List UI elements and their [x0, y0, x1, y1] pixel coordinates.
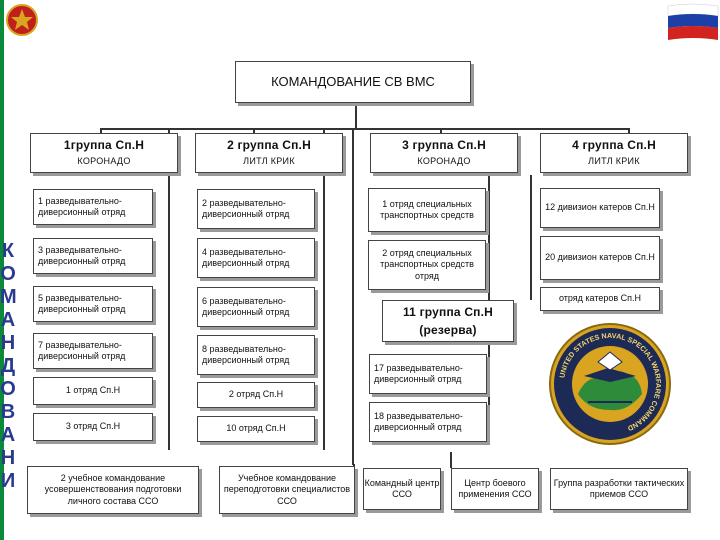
- unit-label: 2 отряд Сп.Н: [228, 389, 284, 400]
- group-title: 3 группа Сп.Н: [402, 138, 486, 153]
- side-letter: М: [0, 286, 17, 308]
- unit-label: 1 отряд специальных транспортных средств: [380, 198, 474, 220]
- unit-box: 2 отряд Сп.Н: [197, 382, 315, 408]
- unit-box: 12 дивизион катеров Сп.Н: [540, 188, 660, 228]
- unit-label: 1 отряд Сп.Н: [65, 385, 121, 396]
- connector-line: [450, 452, 452, 468]
- unit-box: 18 разведывательно-диверсионный отряд: [369, 402, 487, 442]
- unit-box: 2 разведывательно-диверсионный отряд: [197, 189, 315, 229]
- connector-line: [352, 130, 354, 465]
- unit-label: 4 разведывательно-диверсионный отряд: [202, 246, 290, 268]
- group-1-box: 1группа Сп.Н КОРОНАДО: [30, 133, 178, 173]
- combat-center-box: Центр боевого применения ССО: [451, 468, 539, 510]
- connector-line: [355, 106, 357, 130]
- connector-line: [253, 128, 255, 134]
- unit-label: 18 разведывательно-диверсионный отряд: [374, 410, 463, 432]
- unit-label: 8 разведывательно-диверсионный отряд: [202, 343, 290, 365]
- unit-box: 1 отряд Сп.Н: [33, 377, 153, 405]
- side-letter: В: [0, 401, 16, 423]
- unit-label: Центр боевого применения ССО: [458, 477, 532, 499]
- unit-label: 5 разведывательно-диверсионный отряд: [38, 292, 126, 314]
- group-location: КОРОНАДО: [417, 156, 471, 167]
- unit-box: 8 разведывательно-диверсионный отряд: [197, 335, 315, 375]
- unit-box: 1 отряд специальных транспортных средств: [368, 188, 486, 232]
- connector-line: [323, 130, 325, 450]
- unit-box: 3 разведывательно-диверсионный отряд: [33, 238, 153, 274]
- tactics-group-box: Группа разработки тактических приемов СС…: [550, 468, 688, 510]
- side-letter: А: [0, 424, 16, 446]
- group-title: 2 группа Сп.Н: [227, 138, 311, 153]
- group-3-box: 3 группа Сп.Н КОРОНАДО: [370, 133, 518, 173]
- side-letter: Н: [0, 332, 16, 354]
- group-11-box: 11 группа Сп.Н (резерва): [382, 300, 514, 342]
- group-location: КОРОНАДО: [77, 156, 131, 167]
- group-title: 11 группа Сп.Н: [402, 304, 494, 319]
- training-command-box: 2 учебное командование усовершенствовани…: [27, 466, 199, 514]
- side-accent-bar: [0, 0, 4, 540]
- side-vertical-label: К О М А Н Д О В А Н И: [0, 240, 17, 493]
- connector-line: [440, 128, 442, 134]
- unit-label: отряд катеров Сп.Н: [558, 293, 642, 304]
- group-location: ЛИТЛ КРИК: [243, 156, 295, 167]
- unit-box: 2 отряд специальных транспортных средств…: [368, 240, 486, 290]
- group-title: 1группа Сп.Н: [63, 138, 145, 153]
- side-letter: А: [0, 309, 16, 331]
- unit-box: 3 отряд Сп.Н: [33, 413, 153, 441]
- unit-label: Командный центр ССО: [364, 477, 440, 499]
- unit-label: 20 дивизион катеров Сп.Н: [545, 252, 655, 263]
- side-letter: О: [0, 378, 16, 400]
- connector-line: [100, 128, 102, 134]
- command-center-box: Командный центр ССО: [363, 468, 441, 510]
- side-letter: Н: [0, 447, 16, 469]
- unit-box: 10 отряд Сп.Н: [197, 416, 315, 442]
- unit-label: 2 отряд специальных транспортных средств…: [380, 248, 474, 281]
- unit-label: 12 дивизион катеров Сп.Н: [545, 202, 655, 213]
- unit-label: Группа разработки тактических приемов СС…: [553, 477, 685, 499]
- connector-line: [628, 128, 630, 134]
- unit-label: 10 отряд Сп.Н: [226, 423, 286, 434]
- unit-box: 4 разведывательно-диверсионный отряд: [197, 238, 315, 278]
- root-title: КОМАНДОВАНИЕ СВ ВМС: [271, 73, 435, 89]
- unit-box: отряд катеров Сп.Н: [540, 287, 660, 311]
- side-letter: О: [0, 263, 16, 285]
- retraining-command-box: Учебное командование переподготовки спец…: [219, 466, 355, 514]
- unit-box: 1 разведывательно-диверсионный отряд: [33, 189, 153, 225]
- unit-box: 5 разведывательно-диверсионный отряд: [33, 286, 153, 322]
- group-location: ЛИТЛ КРИК: [588, 156, 640, 167]
- group-2-box: 2 группа Сп.Н ЛИТЛ КРИК: [195, 133, 343, 173]
- naval-special-warfare-seal: UNITED STATES NAVAL SPECIAL WARFARE COMM…: [549, 323, 671, 445]
- connector-line: [168, 130, 170, 450]
- unit-label: 3 разведывательно-диверсионный отряд: [38, 244, 126, 266]
- russian-flag-icon: [667, 3, 719, 40]
- unit-box: 6 разведывательно-диверсионный отряд: [197, 287, 315, 327]
- connector-line: [100, 128, 630, 130]
- unit-label: 6 разведывательно-диверсионный отряд: [202, 295, 290, 317]
- side-letter: К: [1, 240, 15, 262]
- group-4-box: 4 группа Сп.Н ЛИТЛ КРИК: [540, 133, 688, 173]
- unit-box: 20 дивизион катеров Сп.Н: [540, 236, 660, 280]
- connector-line: [488, 175, 490, 415]
- unit-label: 17 разведывательно-диверсионный отряд: [374, 362, 463, 384]
- unit-box: 17 разведывательно-диверсионный отряд: [369, 354, 487, 394]
- unit-label: 3 отряд Сп.Н: [65, 421, 121, 432]
- unit-label: 7 разведывательно-диверсионный отряд: [38, 339, 126, 361]
- side-letter: Д: [0, 355, 16, 377]
- unit-label: 2 разведывательно-диверсионный отряд: [202, 197, 290, 219]
- connector-line: [530, 175, 532, 300]
- military-emblem-icon: [6, 4, 38, 36]
- group-title: 4 группа Сп.Н: [572, 138, 656, 153]
- root-command-box: КОМАНДОВАНИЕ СВ ВМС: [235, 61, 471, 103]
- unit-label: 1 разведывательно-диверсионный отряд: [38, 195, 126, 217]
- unit-label: Учебное командование переподготовки спец…: [223, 473, 351, 506]
- unit-box: 7 разведывательно-диверсионный отряд: [33, 333, 153, 369]
- side-letter: И: [0, 470, 16, 492]
- group-reserve-label: (резерва): [419, 322, 477, 337]
- unit-label: 2 учебное командование усовершенствовани…: [44, 473, 182, 506]
